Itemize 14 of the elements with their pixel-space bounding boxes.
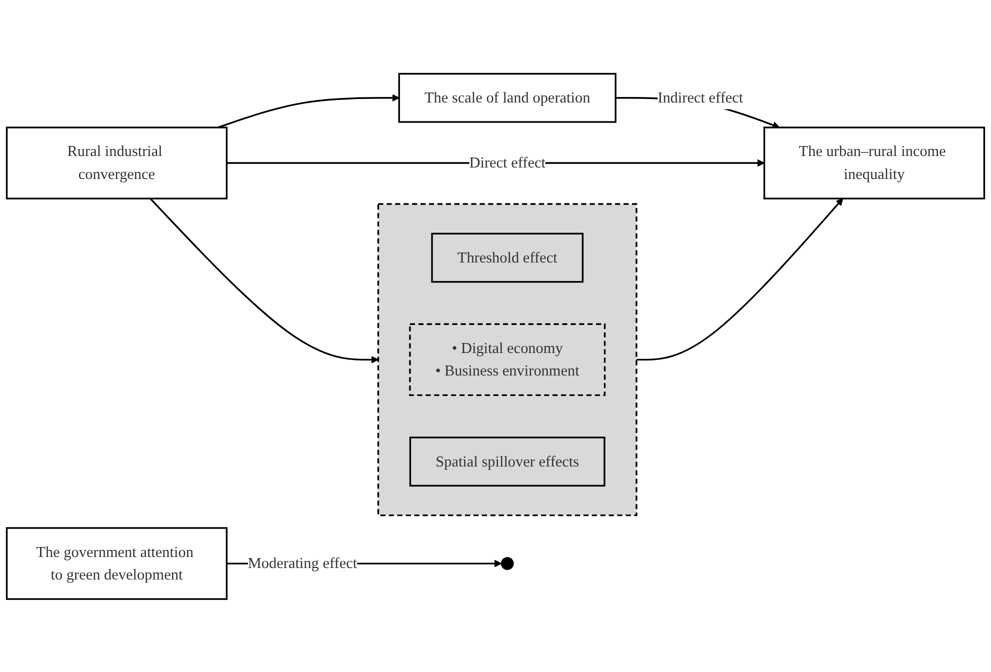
edge-label: Direct effect	[469, 154, 546, 171]
node-box: Rural industrial convergence	[6, 126, 228, 199]
node-box: Spatial spillover effects	[409, 436, 606, 486]
cluster	[377, 202, 638, 516]
edge-label: Moderating effect	[248, 554, 358, 572]
node-box: The scale of land operation	[398, 72, 616, 122]
node-box: The urban–rural income inequality	[763, 126, 986, 199]
arrow	[636, 198, 844, 360]
arrow	[218, 94, 400, 128]
arrow	[150, 198, 379, 363]
node-box: • Digital economy • Business environment	[409, 322, 606, 396]
node-box: Threshold effect	[431, 232, 584, 282]
edge-label: Indirect effect	[658, 88, 744, 106]
node-box: The government attention to green development	[6, 526, 228, 600]
